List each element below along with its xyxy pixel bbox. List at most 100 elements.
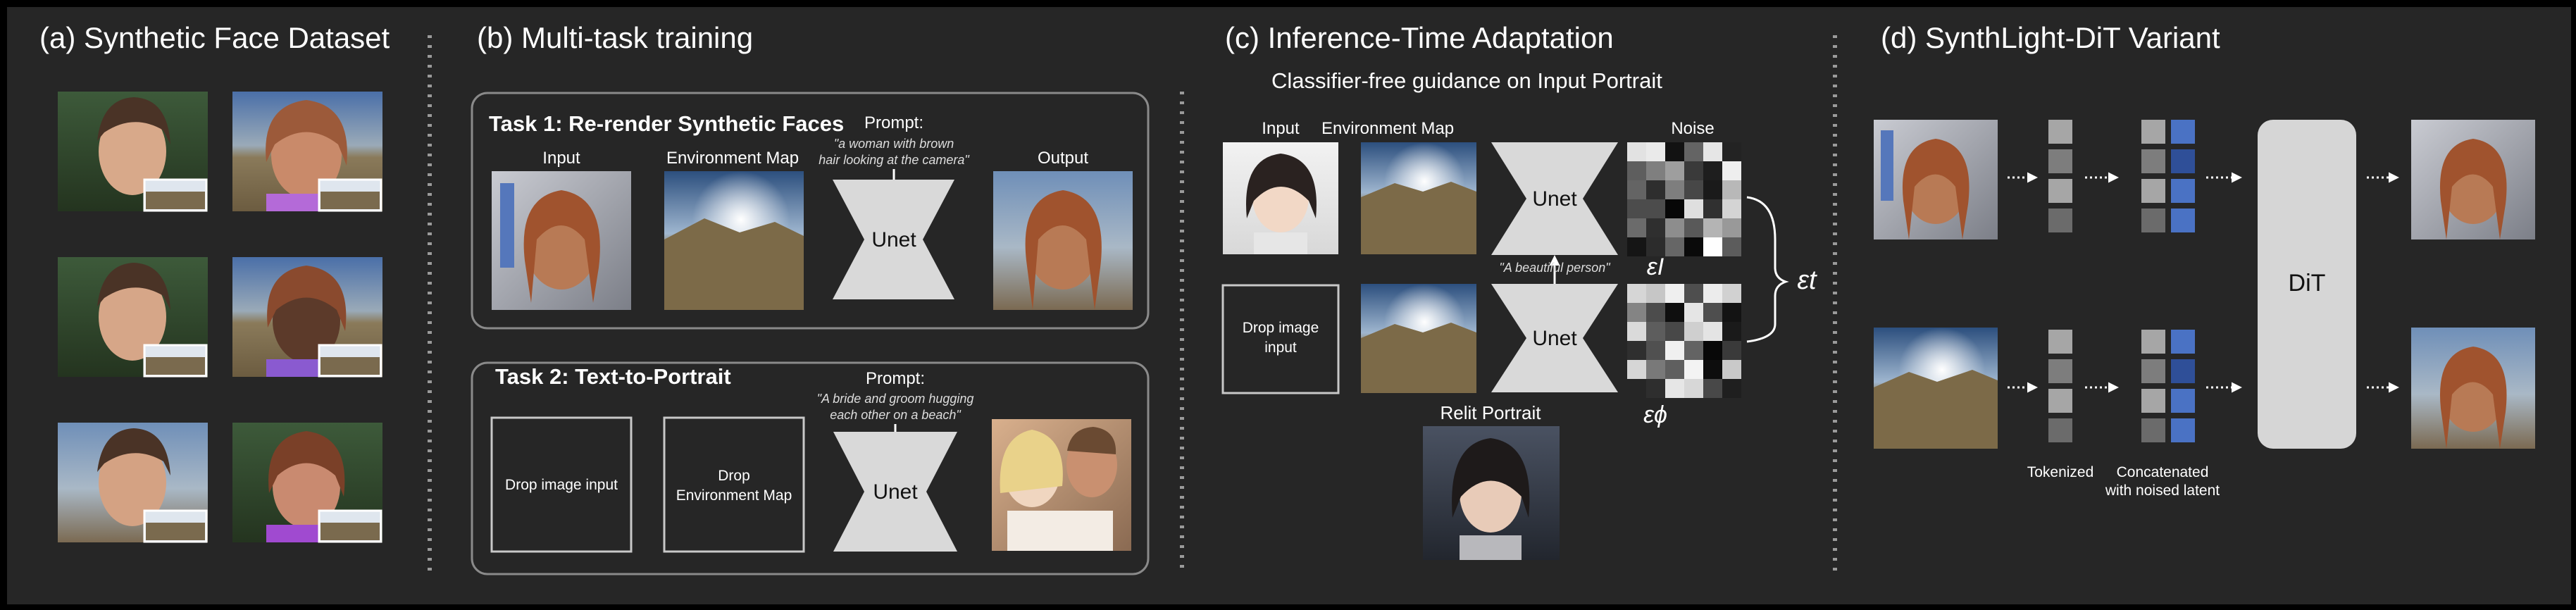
noise-cell <box>1722 237 1741 256</box>
panel-a: (a) Synthetic Face Dataset <box>39 21 390 543</box>
task2-drop-input-box <box>490 416 633 553</box>
noise-cell <box>1703 218 1722 237</box>
token-column-bottom <box>2048 330 2072 442</box>
panel-c-unet-top-shape <box>1491 142 1618 255</box>
noise-cell <box>1646 341 1665 360</box>
noise-cell <box>1646 379 1665 398</box>
token-square <box>2171 179 2195 203</box>
panel-c: (c) Inference-Time Adaptation Classifier… <box>1221 21 1817 560</box>
task2-drop-input-label: Drop image input <box>505 477 618 493</box>
panel-c-unet-top-label: Unet <box>1532 187 1577 211</box>
noise-cell <box>1684 360 1703 379</box>
task1-input-label: Input <box>542 149 580 168</box>
panel-d-title: (d) SynthLight-DiT Variant <box>1881 21 2220 54</box>
noise-cell <box>1646 180 1665 199</box>
noise-cell <box>1627 237 1646 256</box>
noise-cell <box>1665 303 1684 322</box>
dit-label: DiT <box>2289 270 2326 297</box>
noise-cell <box>1684 142 1703 161</box>
token-square <box>2141 359 2165 383</box>
panel-c-unet-bottom-shape <box>1491 284 1618 392</box>
task2-unet-label: Unet <box>873 480 918 504</box>
task2-prompt-line2: each other on a beach" <box>830 408 962 422</box>
task1-envmap-image <box>664 171 804 310</box>
noise-cell <box>1627 341 1646 360</box>
panel-c-drop-input-box <box>1221 284 1340 394</box>
task2-prompt-label: Prompt: <box>866 369 925 388</box>
noise-cell <box>1665 341 1684 360</box>
panel-c-envmap-top <box>1361 142 1476 254</box>
noise-cell <box>1646 237 1665 256</box>
noise-cell <box>1722 360 1741 379</box>
task1-unet-label: Unet <box>871 228 916 251</box>
panel-c-envmap-bottom <box>1361 284 1476 393</box>
task2-output-image <box>992 419 1131 551</box>
noise-cell <box>1722 199 1741 218</box>
noise-cell <box>1646 322 1665 341</box>
token-square <box>2048 389 2072 413</box>
noise-cell <box>1703 284 1722 303</box>
noise-cell <box>1665 322 1684 341</box>
token-square <box>2141 389 2165 413</box>
synthetic-face-male-2 <box>58 257 208 378</box>
noise-cell <box>1627 284 1646 303</box>
synthetic-face-female-2 <box>232 257 382 378</box>
panel-c-subtitle: Classifier-free guidance on Input Portra… <box>1271 68 1662 93</box>
panel-c-title: (c) Inference-Time Adaptation <box>1225 21 1614 54</box>
panel-c-drop-line1: Drop image <box>1243 320 1319 336</box>
task1-title: Task 1: Re-render Synthetic Faces <box>489 111 844 136</box>
panel-c-prompt: "A beautiful person" <box>1499 261 1611 275</box>
token-square <box>2048 179 2072 203</box>
noise-cell <box>1722 284 1741 303</box>
task2-drop-env-line2: Environment Map <box>676 487 792 504</box>
token-square <box>2048 208 2072 232</box>
noise-cell <box>1684 303 1703 322</box>
panel-d-output-image-bottom <box>2411 328 2535 449</box>
token-square <box>2141 179 2165 203</box>
figure-canvas: (a) Synthetic Face Dataset <box>39 21 2535 575</box>
noise-grid-eps-phi <box>1627 284 1741 398</box>
noise-cell <box>1646 161 1665 180</box>
tokenized-label: Tokenized <box>2027 464 2094 480</box>
synthetic-face-male-1 <box>58 92 208 212</box>
eps-phi-label: εϕ <box>1643 402 1667 428</box>
panel-c-input-label: Input <box>1262 119 1300 138</box>
token-square <box>2141 418 2165 442</box>
panel-d: (d) SynthLight-DiT Variant DiT <box>1874 21 2535 499</box>
synthetic-face-female-3 <box>232 423 382 543</box>
token-square <box>2048 330 2072 354</box>
token-column-top <box>2048 120 2072 232</box>
noise-cell <box>1722 341 1741 360</box>
task1-output-label: Output <box>1038 149 1088 168</box>
noise-cell <box>1684 180 1703 199</box>
noise-cell <box>1684 237 1703 256</box>
token-square <box>2048 120 2072 144</box>
eps-i-label: εI <box>1647 254 1665 280</box>
task1-envmap-label: Environment Map <box>666 149 799 168</box>
noise-cell <box>1703 237 1722 256</box>
token-square <box>2171 149 2195 173</box>
panel-b-title: (b) Multi-task training <box>477 21 753 54</box>
noise-cell <box>1684 218 1703 237</box>
noise-cell <box>1703 360 1722 379</box>
noise-cell <box>1684 161 1703 180</box>
noise-cell <box>1703 161 1722 180</box>
panel-a-title: (a) Synthetic Face Dataset <box>39 21 390 54</box>
noise-cell <box>1627 303 1646 322</box>
noise-cell <box>1684 199 1703 218</box>
panel-b: (b) Multi-task training Task 1: Re-rende… <box>471 21 1150 575</box>
noise-cell <box>1665 284 1684 303</box>
eps-t-label: εt <box>1797 266 1817 295</box>
noise-cell <box>1627 161 1646 180</box>
noise-cell <box>1646 284 1665 303</box>
noise-cell <box>1722 379 1741 398</box>
noise-cell <box>1665 142 1684 161</box>
synthetic-face-female-1 <box>232 92 382 212</box>
concat-columns-top <box>2141 120 2195 232</box>
relit-portrait-image <box>1423 426 1560 560</box>
token-square <box>2141 208 2165 232</box>
token-square <box>2171 418 2195 442</box>
panel-c-drop-line2: input <box>1264 340 1297 356</box>
noise-cell <box>1627 379 1646 398</box>
token-square <box>2171 208 2195 232</box>
